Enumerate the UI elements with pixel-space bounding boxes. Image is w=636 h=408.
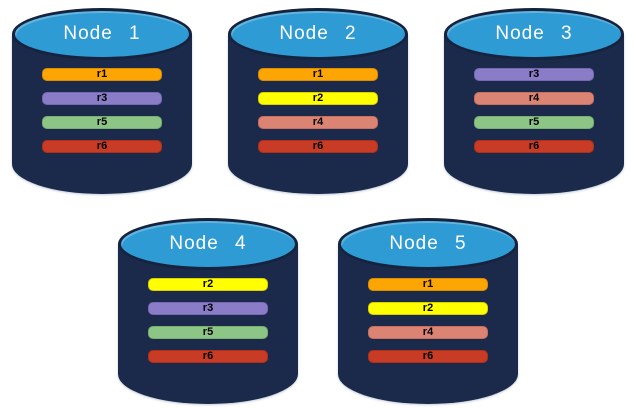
node-title: Node 2 xyxy=(279,23,357,44)
replica-label: r4 xyxy=(312,116,324,128)
replica-label: r6 xyxy=(312,140,324,152)
node-row-2: Node 4 r2 r3 r5 r6 Node 5 r1 r2 r4 r6 xyxy=(0,218,636,404)
replica-bar-r6: r6 xyxy=(474,140,594,153)
node-title: Node 3 xyxy=(495,23,573,44)
cylinder-top: Node 1 xyxy=(12,8,192,60)
cylinder-body xyxy=(118,244,298,404)
node-cylinder-1: Node 1 r1 r3 r5 r6 xyxy=(12,8,192,194)
replica-label: r2 xyxy=(202,278,214,290)
cylinder-body xyxy=(338,244,518,404)
replica-label: r6 xyxy=(528,140,540,152)
replica-label: r2 xyxy=(422,302,434,314)
node-row-1: Node 1 r1 r3 r5 r6 Node 2 r1 r2 r4 r6 Node 3 r… xyxy=(0,0,636,194)
node-cylinder-4: Node 4 r2 r3 r5 r6 xyxy=(118,218,298,404)
cylinder-body xyxy=(228,34,408,194)
cylinder-top: Node 4 xyxy=(118,218,298,270)
replica-list: r3 r4 r5 r6 xyxy=(474,68,594,153)
replica-bar-r4: r4 xyxy=(368,326,488,339)
replica-bar-r5: r5 xyxy=(42,116,162,129)
replica-label: r1 xyxy=(96,68,108,80)
node-title: Node 1 xyxy=(63,23,141,44)
replica-bar-r3: r3 xyxy=(42,92,162,105)
replica-label: r1 xyxy=(312,68,324,80)
replica-bar-r6: r6 xyxy=(368,350,488,363)
replica-bar-r5: r5 xyxy=(474,116,594,129)
replica-list: r1 r3 r5 r6 xyxy=(42,68,162,153)
replica-label: r3 xyxy=(528,68,540,80)
replica-label: r2 xyxy=(312,92,324,104)
replica-label: r3 xyxy=(96,92,108,104)
replica-bar-r2: r2 xyxy=(148,278,268,291)
replica-list: r1 r2 r4 r6 xyxy=(258,68,378,153)
replica-label: r5 xyxy=(528,116,540,128)
replica-bar-r1: r1 xyxy=(368,278,488,291)
node-cylinder-2: Node 2 r1 r2 r4 r6 xyxy=(228,8,408,194)
replica-label: r6 xyxy=(202,350,214,362)
replica-label: r5 xyxy=(96,116,108,128)
replica-bar-r3: r3 xyxy=(148,302,268,315)
node-title: Node 4 xyxy=(169,233,247,254)
replica-label: r1 xyxy=(422,278,434,290)
cylinder-body xyxy=(444,34,624,194)
cylinder-top: Node 5 xyxy=(338,218,518,270)
cylinder-top: Node 2 xyxy=(228,8,408,60)
replica-label: r6 xyxy=(422,350,434,362)
replica-bar-r5: r5 xyxy=(148,326,268,339)
replica-bar-r2: r2 xyxy=(368,302,488,315)
replica-label: r4 xyxy=(528,92,540,104)
cylinder-body xyxy=(12,34,192,194)
replica-label: r6 xyxy=(96,140,108,152)
replica-label: r4 xyxy=(422,326,434,338)
replica-list: r1 r2 r4 r6 xyxy=(368,278,488,363)
replica-bar-r4: r4 xyxy=(474,92,594,105)
node-cylinder-3: Node 3 r3 r4 r5 r6 xyxy=(444,8,624,194)
replica-bar-r6: r6 xyxy=(258,140,378,153)
replica-bar-r2: r2 xyxy=(258,92,378,105)
replica-label: r5 xyxy=(202,326,214,338)
replica-bar-r3: r3 xyxy=(474,68,594,81)
node-cylinder-5: Node 5 r1 r2 r4 r6 xyxy=(338,218,518,404)
cylinder-top: Node 3 xyxy=(444,8,624,60)
replica-bar-r4: r4 xyxy=(258,116,378,129)
replica-list: r2 r3 r5 r6 xyxy=(148,278,268,363)
replica-bar-r6: r6 xyxy=(148,350,268,363)
replica-bar-r6: r6 xyxy=(42,140,162,153)
replica-bar-r1: r1 xyxy=(258,68,378,81)
replica-bar-r1: r1 xyxy=(42,68,162,81)
replica-label: r3 xyxy=(202,302,214,314)
node-title: Node 5 xyxy=(389,233,467,254)
